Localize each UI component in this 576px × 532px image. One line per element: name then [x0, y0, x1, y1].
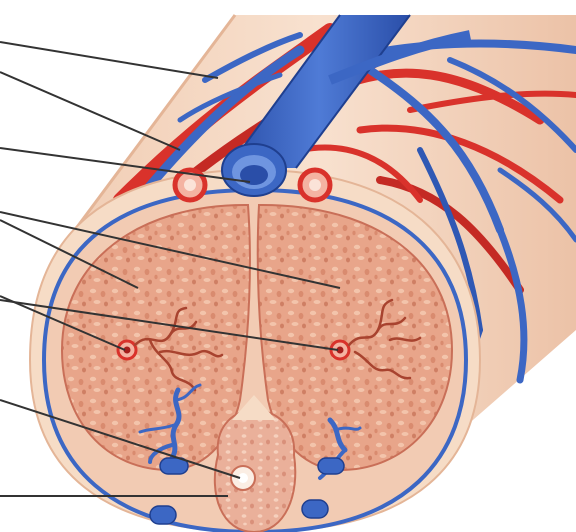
urethra — [231, 466, 255, 490]
leader-line-deep-dorsal-artery — [0, 72, 180, 150]
leader-line-superficial-dorsal-vein — [0, 42, 218, 78]
deep-dorsal-vein-lumen — [222, 144, 286, 196]
